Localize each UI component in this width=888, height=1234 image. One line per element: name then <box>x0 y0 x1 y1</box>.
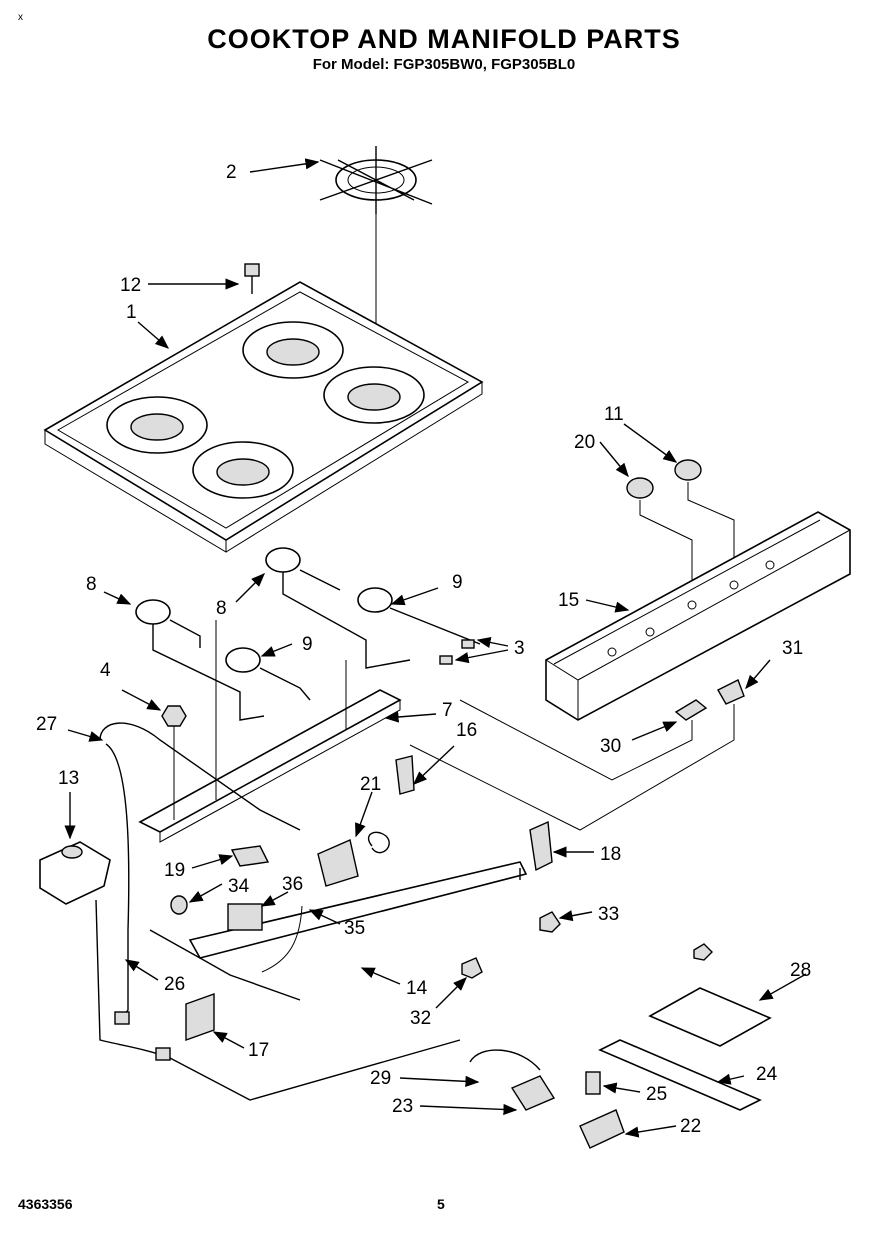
callout-34: 34 <box>228 876 250 897</box>
document-number: 4363356 <box>18 1196 73 1212</box>
leader-lines <box>64 158 807 1138</box>
callout-28: 28 <box>790 960 811 981</box>
callout-33: 33 <box>598 904 619 925</box>
orifice-parts <box>439 639 475 665</box>
small-parts <box>170 755 561 1041</box>
callout-labels: 2 12 1 11 20 15 8 8 9 9 3 31 4 7 27 16 3… <box>36 162 811 1137</box>
cooktop-screw <box>244 263 260 294</box>
callout-18: 18 <box>600 844 621 865</box>
page-subtitle: For Model: FGP305BW0, FGP305BL0 <box>312 56 576 73</box>
callout-35: 35 <box>344 918 365 939</box>
callout-8b: 8 <box>216 598 227 619</box>
manifold-pipe <box>149 861 528 1001</box>
callout-29: 29 <box>370 1068 391 1089</box>
gas-valve <box>39 841 111 905</box>
callout-31: 31 <box>782 638 803 659</box>
callout-23: 23 <box>392 1096 413 1117</box>
callout-3: 3 <box>514 638 525 659</box>
callout-30: 30 <box>600 736 621 757</box>
broil-assembly <box>469 943 772 1149</box>
callout-19: 19 <box>164 860 185 881</box>
cooktop-panel <box>43 281 484 553</box>
hex-nut <box>161 705 187 820</box>
callout-9a: 9 <box>452 572 463 593</box>
callout-2: 2 <box>226 162 237 183</box>
callout-36: 36 <box>282 874 303 895</box>
page-number: 5 <box>437 1196 445 1212</box>
burner-grate <box>319 146 433 380</box>
callout-11: 11 <box>604 404 624 425</box>
callout-17: 17 <box>248 1040 269 1061</box>
callout-22: 22 <box>680 1116 701 1137</box>
callout-8a: 8 <box>86 574 97 595</box>
corner-mark: x <box>18 12 23 23</box>
burner-support <box>138 620 402 843</box>
callout-26: 26 <box>164 974 185 995</box>
burner-assemblies <box>135 547 481 721</box>
callout-4: 4 <box>100 660 111 681</box>
manifold-panel <box>545 511 851 721</box>
panel-clips <box>409 679 745 831</box>
callout-14: 14 <box>406 978 428 999</box>
callout-15: 15 <box>558 590 579 611</box>
callout-16: 16 <box>456 720 477 741</box>
callout-32: 32 <box>410 1008 431 1029</box>
page-title: COOKTOP AND MANIFOLD PARTS <box>207 24 681 54</box>
callout-21: 21 <box>360 774 381 795</box>
callout-12: 12 <box>120 275 141 296</box>
gas-tubes <box>95 722 461 1101</box>
callout-9b: 9 <box>302 634 313 655</box>
callout-13: 13 <box>58 768 79 789</box>
control-knobs <box>626 459 735 605</box>
callout-20: 20 <box>574 432 595 453</box>
callout-24: 24 <box>756 1064 778 1085</box>
callout-25: 25 <box>646 1084 667 1105</box>
callout-1: 1 <box>126 302 137 323</box>
callout-27: 27 <box>36 714 57 735</box>
callout-7: 7 <box>442 700 453 721</box>
